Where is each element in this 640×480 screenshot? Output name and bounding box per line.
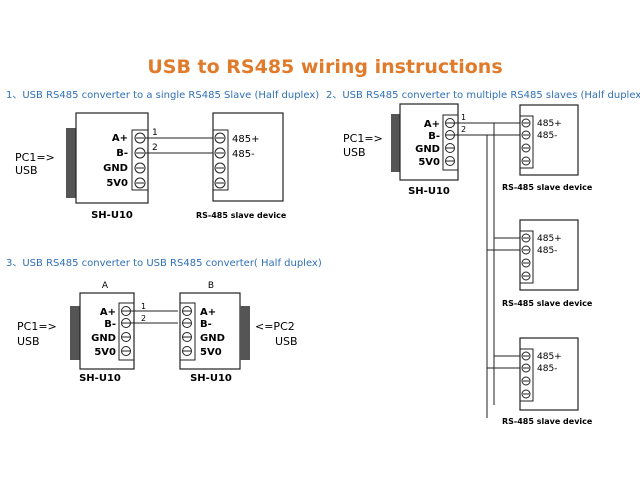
wire-1-label: 1 <box>141 302 146 311</box>
wire-2-label: 2 <box>152 143 158 153</box>
section-2-diagram: A+ B- GND 5V0 SH-U10 PC1=> USB 1 2 485+ … <box>343 103 593 426</box>
section-1-diagram: A+ B- GND 5V0 SH-U10 PC1=> USB 1 2 485+ … <box>15 112 287 221</box>
slave-screws <box>521 118 531 166</box>
pin-label-a: A+ <box>200 307 216 318</box>
pc1-label: PC1=> <box>17 320 57 333</box>
slave-device-label: RS-485 slave device <box>196 211 287 220</box>
wire-1-label: 1 <box>461 113 466 122</box>
section-3-heading: 3、USB RS485 converter to USB RS485 conve… <box>6 258 322 269</box>
device-a-label: A <box>102 281 109 291</box>
pc1-usb-label: USB <box>15 164 38 177</box>
pc1-usb-label: USB <box>17 335 40 348</box>
wire-2-label: 2 <box>461 125 466 134</box>
slave-screws <box>521 351 531 399</box>
terminal-screws <box>134 132 146 189</box>
pin-label-gnd: GND <box>200 333 225 344</box>
slave-pin-plus: 485+ <box>537 352 562 362</box>
usb-plug-icon <box>391 114 400 172</box>
pin-label-5v0: 5V0 <box>418 157 440 168</box>
pin-label-b: B- <box>104 319 116 330</box>
slave-device-label: RS-485 slave device <box>502 183 593 192</box>
pc1-label: PC1=> <box>15 151 55 164</box>
slave-screws <box>521 233 531 281</box>
usb-plug-icon <box>66 128 76 198</box>
converter-b-label: SH-U10 <box>190 373 232 384</box>
wire-1-label: 1 <box>152 128 158 138</box>
converter-b-screws <box>182 306 192 356</box>
terminal-block <box>131 129 149 191</box>
pin-label-gnd: GND <box>415 144 440 155</box>
pc2-label: <=PC2 <box>255 320 295 333</box>
pin-label-a: A+ <box>100 307 116 318</box>
pin-label-b: B- <box>428 131 440 142</box>
section-3-diagram: A B A+ B- GND 5V0 SH-U10 PC1=> USB 1 2 <box>17 281 298 384</box>
pin-label-5v0: 5V0 <box>106 178 128 189</box>
slave-pin-minus: 485- <box>232 149 255 160</box>
page-title: USB to RS485 wiring instructions <box>147 56 502 78</box>
pin-label-gnd: GND <box>103 163 128 174</box>
pin-label-5v0: 5V0 <box>200 347 222 358</box>
converter-label: SH-U10 <box>408 186 450 197</box>
pc1-label: PC1=> <box>343 132 383 145</box>
slave-device-label: RS-485 slave device <box>502 417 593 426</box>
slave-pin-minus: 485- <box>537 246 557 256</box>
section-1-heading: 1、USB RS485 converter to a single RS485 … <box>6 90 319 101</box>
terminal-screws <box>445 118 455 166</box>
converter-label: SH-U10 <box>91 210 133 221</box>
pc2-usb-label: USB <box>275 335 298 348</box>
converter-a-label: SH-U10 <box>79 373 121 384</box>
usb-plug-icon <box>240 306 250 360</box>
pc1-usb-label: USB <box>343 146 366 159</box>
pin-label-a: A+ <box>424 119 440 130</box>
pin-label-a: A+ <box>112 133 128 144</box>
slave-pin-plus: 485+ <box>537 119 562 129</box>
converter-a-screws <box>121 306 131 356</box>
slave-pin-minus: 485- <box>537 131 557 141</box>
section-2-heading: 2、USB RS485 converter to multiple RS485 … <box>326 90 640 101</box>
slave-pin-minus: 485- <box>537 364 557 374</box>
pin-label-b: B- <box>116 148 128 159</box>
slave-screws <box>214 132 226 189</box>
slave-device-label: RS-485 slave device <box>502 299 593 308</box>
pin-label-b: B- <box>200 319 212 330</box>
pin-label-gnd: GND <box>91 333 116 344</box>
device-b-label: B <box>208 281 214 291</box>
slave-pin-plus: 485+ <box>232 134 259 145</box>
wire-2-label: 2 <box>141 314 146 323</box>
usb-plug-icon <box>70 306 80 360</box>
pin-label-5v0: 5V0 <box>94 347 116 358</box>
slave-pin-plus: 485+ <box>537 234 562 244</box>
